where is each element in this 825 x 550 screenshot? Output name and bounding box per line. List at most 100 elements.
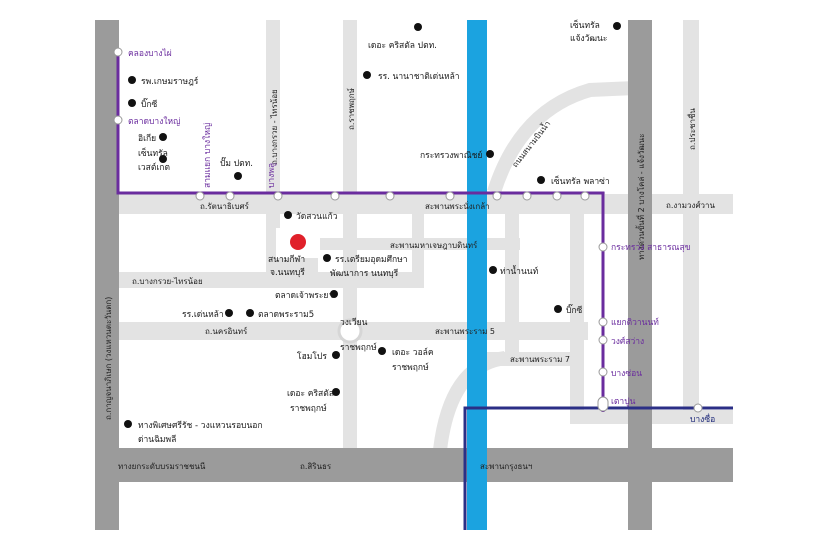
poi-label-13: รร.เตรียมอุดมศึกษา [335,254,408,265]
road-right-v [570,214,584,414]
road-expressway [628,20,652,530]
poi-dots [124,22,621,428]
poi-label-20: โฮมโปร [297,351,327,362]
target-label-line2: จ.นนทบุรี [270,267,305,278]
station-nonthaburi-junction [580,191,590,201]
label-khlong-bang-phai: คลองบางไผ่ [128,48,172,59]
poi-dot-central-westgate [159,155,167,163]
poi-label-18: ตลาดพระราม5 [258,310,314,320]
ratchapruek-roundabout [337,318,363,344]
poi-label-23: เดอะ คริสตัล [287,389,334,399]
blue-line [463,406,733,530]
station-tao-poon [597,396,609,412]
major-roads [95,20,733,530]
station-wong-sawang [598,335,608,345]
road-sanambinnam [487,81,636,195]
label-wong-sawang: วงศ์สว่าง [611,336,644,347]
poi-label-22: ราชพฤกษ์ [392,362,429,373]
poi-dot-triam-udom [323,254,331,262]
poi-dot-denla-school [225,309,233,317]
station-yaek-nonthaburi-1 [522,191,532,201]
label-krung-thon-bridge: สะพานกรุงธนฯ [480,462,532,471]
label-maha-chetsadabodin: สะพานมหาเจษฎาบดินทร์ [390,240,478,250]
poi-label-3: รร. นานาชาติเด่นหล้า [378,71,460,82]
poi-dot-talad-rama5 [246,309,254,317]
station-labels: คลองบางไผ่ ตลาดบางใหญ่ สามแยก บางใหญ่ บา… [128,48,715,425]
road-borommaratchachonnani [95,448,733,482]
target-label-line1: สนามกีฬา [268,254,305,265]
poi-label-17: รร.เด่นหล้า [182,309,224,320]
label-bangkruai-sainoi-v: ถ.บางกรวย - ไทรน้อย [270,89,279,165]
station-yaek-tiwanon [598,317,608,327]
poi-dot-crystal-ptt [414,23,422,31]
poi-dot-bigc-rama5 [554,305,562,313]
label-sirindhorn: ถ.สิรินธร [300,462,332,471]
road-ratchapruek-v [343,20,357,450]
label-sam-yaek-bang-yai: สามแยก บางใหญ่ [202,123,213,188]
station-talad-bang-yai [113,115,123,125]
label-phra-nang-klao-bridge: สะพานพระนั่งเกล้า [425,200,490,211]
station-bang-krasor [492,191,502,201]
poi-dot-ptt-station [234,172,242,180]
station-bang-rak-yai [225,191,235,201]
poi-label-11: เซ็นทรัล พลาซ่า [551,175,610,187]
poi-dot-wat-suan-kaeo [284,211,292,219]
station-bang-son [598,367,608,377]
poi-label-21: เดอะ วอล์ค [392,347,434,358]
label-bang-phlu: บางพลู [267,163,277,188]
station-bang-sue [693,403,703,413]
poi-dot-central-plaza [537,176,545,184]
station-bang-phlu [273,191,283,201]
poi-label-25: ทางพิเศษศรีรัช - วงแหวนรอบนอก [138,420,263,431]
poi-dot-denla-intl [363,71,371,79]
poi-label-12: วัดสวนแก้ว [296,211,338,222]
poi-dot-homepro [332,351,340,359]
roundabout-label-line2: ราชพฤกษ์ [340,342,377,353]
poi-label-24: ราชพฤกษ์ [290,403,327,414]
road-bangkruai-sainoi-h [118,272,413,288]
poi-label-9: ปั๊ม ปตท. [220,156,253,169]
label-yaek-tiwanon: แยกติวานนท์ [611,317,659,328]
poi-label-19: บิ๊กซี [566,303,583,316]
label-ngamwongwan: ถ.งามวงศ์วาน [666,200,716,210]
station-sai-ma [330,191,340,201]
label-prachachuen-v: ถ.ประชาชื่น [686,108,697,150]
road-center-right-v [412,214,424,288]
poi-dot-crystal-ratchapruek [332,388,340,396]
station-khlong-bang-phai [113,47,123,57]
label-bang-sue: บางซื่อ [690,413,715,425]
label-nakhon-in: ถ.นครอินทร์ [205,326,248,336]
target-marker[interactable] [290,234,306,250]
poi-label-7: เซ็นทรัล [138,147,168,159]
station-ministry-commerce [552,191,562,201]
poi-label-26: ด่านฉิมพลี [138,434,176,445]
poi-label-15: ท่าน้ำนนท์ [500,265,539,277]
poi-dot-kasemrad [128,76,136,84]
station-sam-yaek-bang-yai [195,191,205,201]
label-tao-poon: เตาปูน [611,397,636,407]
label-bangkruai-sainoi-h: ถ.บางกรวย-ไทรน้อย [132,277,203,286]
label-rama5-bridge: สะพานพระราม 5 [435,327,495,336]
poi-dot-bigc-bangyai [128,99,136,107]
poi-label-1: แจ้งวัฒนะ [570,33,607,44]
label-kanchanaphisek-v: ถ.กาญจนาภิเษก (วงแหวนตะวันตก) [104,297,113,420]
chao-phraya-river [467,20,487,530]
road-right-river-v [505,214,519,354]
label-talad-bang-yai: ตลาดบางใหญ่ [128,116,180,127]
poi-label-2: เดอะ คริสตัล ปตท. [368,41,437,51]
poi-label-16: ตลาดเจ้าพระยา [275,290,333,301]
label-bang-son: บางซ่อน [611,369,642,379]
poi-label-5: บิ๊กซี [141,97,158,110]
road-prachachuen-v [683,20,699,410]
label-borommaratchachonnani: ทางยกระดับบรมราชชนนี [118,462,206,471]
poi-label-14: พัฒนาการ นนทบุรี [330,268,399,279]
label-ratanathibet: ถ.รัตนาธิเบศร์ [200,201,250,211]
poi-label-4: รพ.เกษมราษฎร์ [141,76,199,87]
poi-dot-talad-chaophraya [330,290,338,298]
station-phra-nang-klao [385,191,395,201]
label-expressway-v: ทางด่วนขั้นที่ 2 บางโคล่ - แจ้งวัฒนะ [635,134,646,260]
poi-dot-central-chaengwattana [613,22,621,30]
poi-label-8: เวสต์เกต [138,162,170,173]
poi-labels: เซ็นทรัล แจ้งวัฒนะ เดอะ คริสตัล ปตท. รร.… [138,19,610,445]
